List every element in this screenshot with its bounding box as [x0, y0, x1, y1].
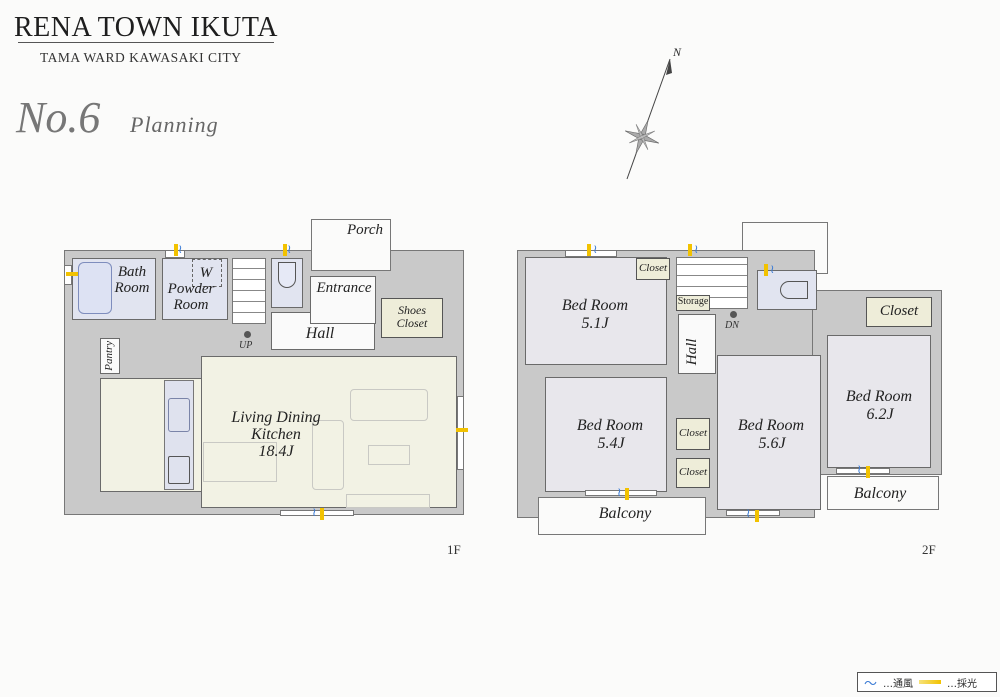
label-hall-1f: Hall	[305, 325, 335, 342]
label-bed2-size: 5.4J	[597, 435, 625, 452]
label-closet-a: Closet	[638, 262, 668, 274]
window-2f-bed3	[726, 510, 780, 516]
ventilation-icon: ≀	[857, 462, 862, 476]
closet-b	[676, 418, 710, 450]
stove-icon	[168, 456, 190, 484]
label-porch: Porch	[346, 222, 384, 238]
label-washer: W	[199, 265, 213, 281]
ventilation-icon: ≀	[746, 506, 751, 520]
coffee-table	[368, 445, 410, 465]
label-entrance: Entrance	[316, 280, 372, 296]
label-bath: Bath Room	[114, 264, 150, 296]
ventilation-icon: ≀	[178, 242, 183, 256]
daylight-icon	[625, 488, 629, 500]
floor-label-1f: 1F	[447, 542, 461, 557]
label-hall-2f: Hall	[684, 338, 701, 366]
legend: 〜 …通風 …採光	[857, 672, 997, 692]
label-balcony-right: Balcony	[853, 485, 907, 502]
label-balcony-left: Balcony	[598, 505, 652, 522]
ventilation-icon: ≀	[694, 242, 699, 256]
daylight-icon	[456, 428, 468, 432]
tv-stand	[346, 494, 430, 508]
sink-icon	[168, 398, 190, 432]
toilet-icon	[780, 281, 808, 299]
label-closet-c: Closet	[678, 466, 708, 478]
label-ldk-size: 18.4J	[258, 443, 294, 460]
room-entrance	[310, 276, 376, 324]
room-hall-2f	[678, 314, 716, 374]
window-1f-east	[457, 396, 464, 470]
ventilation-icon: ≀	[312, 505, 317, 519]
closet-a	[636, 258, 670, 280]
staircase-1f	[232, 258, 266, 324]
ventilation-icon: ≀	[770, 262, 775, 276]
room-powder	[162, 258, 228, 320]
toilet-icon	[278, 262, 296, 288]
ventilation-icon: ≀	[287, 242, 292, 256]
legend-ventilation: …通風	[883, 678, 914, 690]
daylight-icon	[764, 264, 768, 276]
brand-underline	[18, 42, 274, 43]
window-2f-bed1	[565, 250, 617, 257]
balcony-right	[827, 476, 939, 510]
window-2f-bed2	[585, 490, 657, 496]
ventilation-wave-icon: 〜	[864, 676, 878, 692]
closet-d	[866, 297, 932, 327]
daylight-icon	[283, 244, 287, 256]
label-closet-b: Closet	[678, 427, 708, 439]
ventilation-icon: ≀	[617, 485, 622, 499]
label-up: UP	[239, 340, 253, 351]
shoes-closet	[381, 298, 443, 338]
window-2f-bed4	[836, 468, 890, 474]
brand-title: RENA TOWN IKUTA	[14, 12, 278, 43]
label-bed1-name: Bed Room	[561, 297, 629, 314]
label-pantry: Pantry	[103, 340, 116, 371]
room-ldk-main	[201, 356, 457, 508]
label-shoes-closet: Shoes Closet	[396, 303, 428, 330]
legend-daylight: …採光	[947, 678, 978, 690]
daylight-icon	[755, 510, 759, 522]
daylight-icon	[587, 244, 591, 256]
label-ldk-name: Living Dining Kitchen	[231, 409, 321, 443]
label-bed3-size: 5.6J	[758, 435, 786, 452]
room-bedroom-6-2	[827, 335, 931, 468]
sofa-side	[312, 420, 344, 490]
label-dn: DN	[725, 320, 739, 331]
label-bed2-name: Bed Room	[576, 417, 644, 434]
room-bedroom-5-6	[717, 355, 821, 510]
bathtub-icon	[78, 262, 112, 314]
label-bed4-name: Bed Room	[845, 388, 913, 405]
floor-label-2f: 2F	[922, 542, 936, 557]
daylight-icon	[688, 244, 692, 256]
label-storage: Storage	[677, 296, 709, 307]
compass-rose-icon: N	[600, 45, 690, 185]
closet-c	[676, 458, 710, 488]
stair-dn-dot	[730, 311, 737, 318]
storage	[676, 295, 710, 311]
washer-box	[192, 259, 222, 287]
sofa	[350, 389, 428, 421]
plan-word: Planning	[130, 112, 219, 137]
plan-number: No.6	[16, 93, 101, 142]
daylight-bar-icon	[919, 680, 942, 684]
north-label: N	[673, 45, 682, 59]
balcony-left	[538, 497, 706, 535]
label-closet-d: Closet	[879, 303, 919, 319]
ventilation-icon: ≀	[593, 242, 598, 256]
daylight-icon	[866, 466, 870, 478]
daylight-icon	[320, 508, 324, 520]
stair-up-dot	[244, 331, 251, 338]
room-bedroom-5-4	[545, 377, 667, 492]
label-powder: Powder Room	[167, 281, 215, 313]
location-subtitle: TAMA WARD KAWASAKI CITY	[40, 50, 242, 65]
label-bed1-size: 5.1J	[581, 315, 609, 332]
label-bed4-size: 6.2J	[866, 406, 894, 423]
pantry	[100, 338, 120, 374]
daylight-icon	[66, 272, 78, 276]
dining-table	[203, 442, 277, 482]
window-1f-south	[280, 510, 354, 516]
porch	[311, 219, 391, 271]
label-bed3-name: Bed Room	[737, 417, 805, 434]
daylight-icon	[174, 244, 178, 256]
